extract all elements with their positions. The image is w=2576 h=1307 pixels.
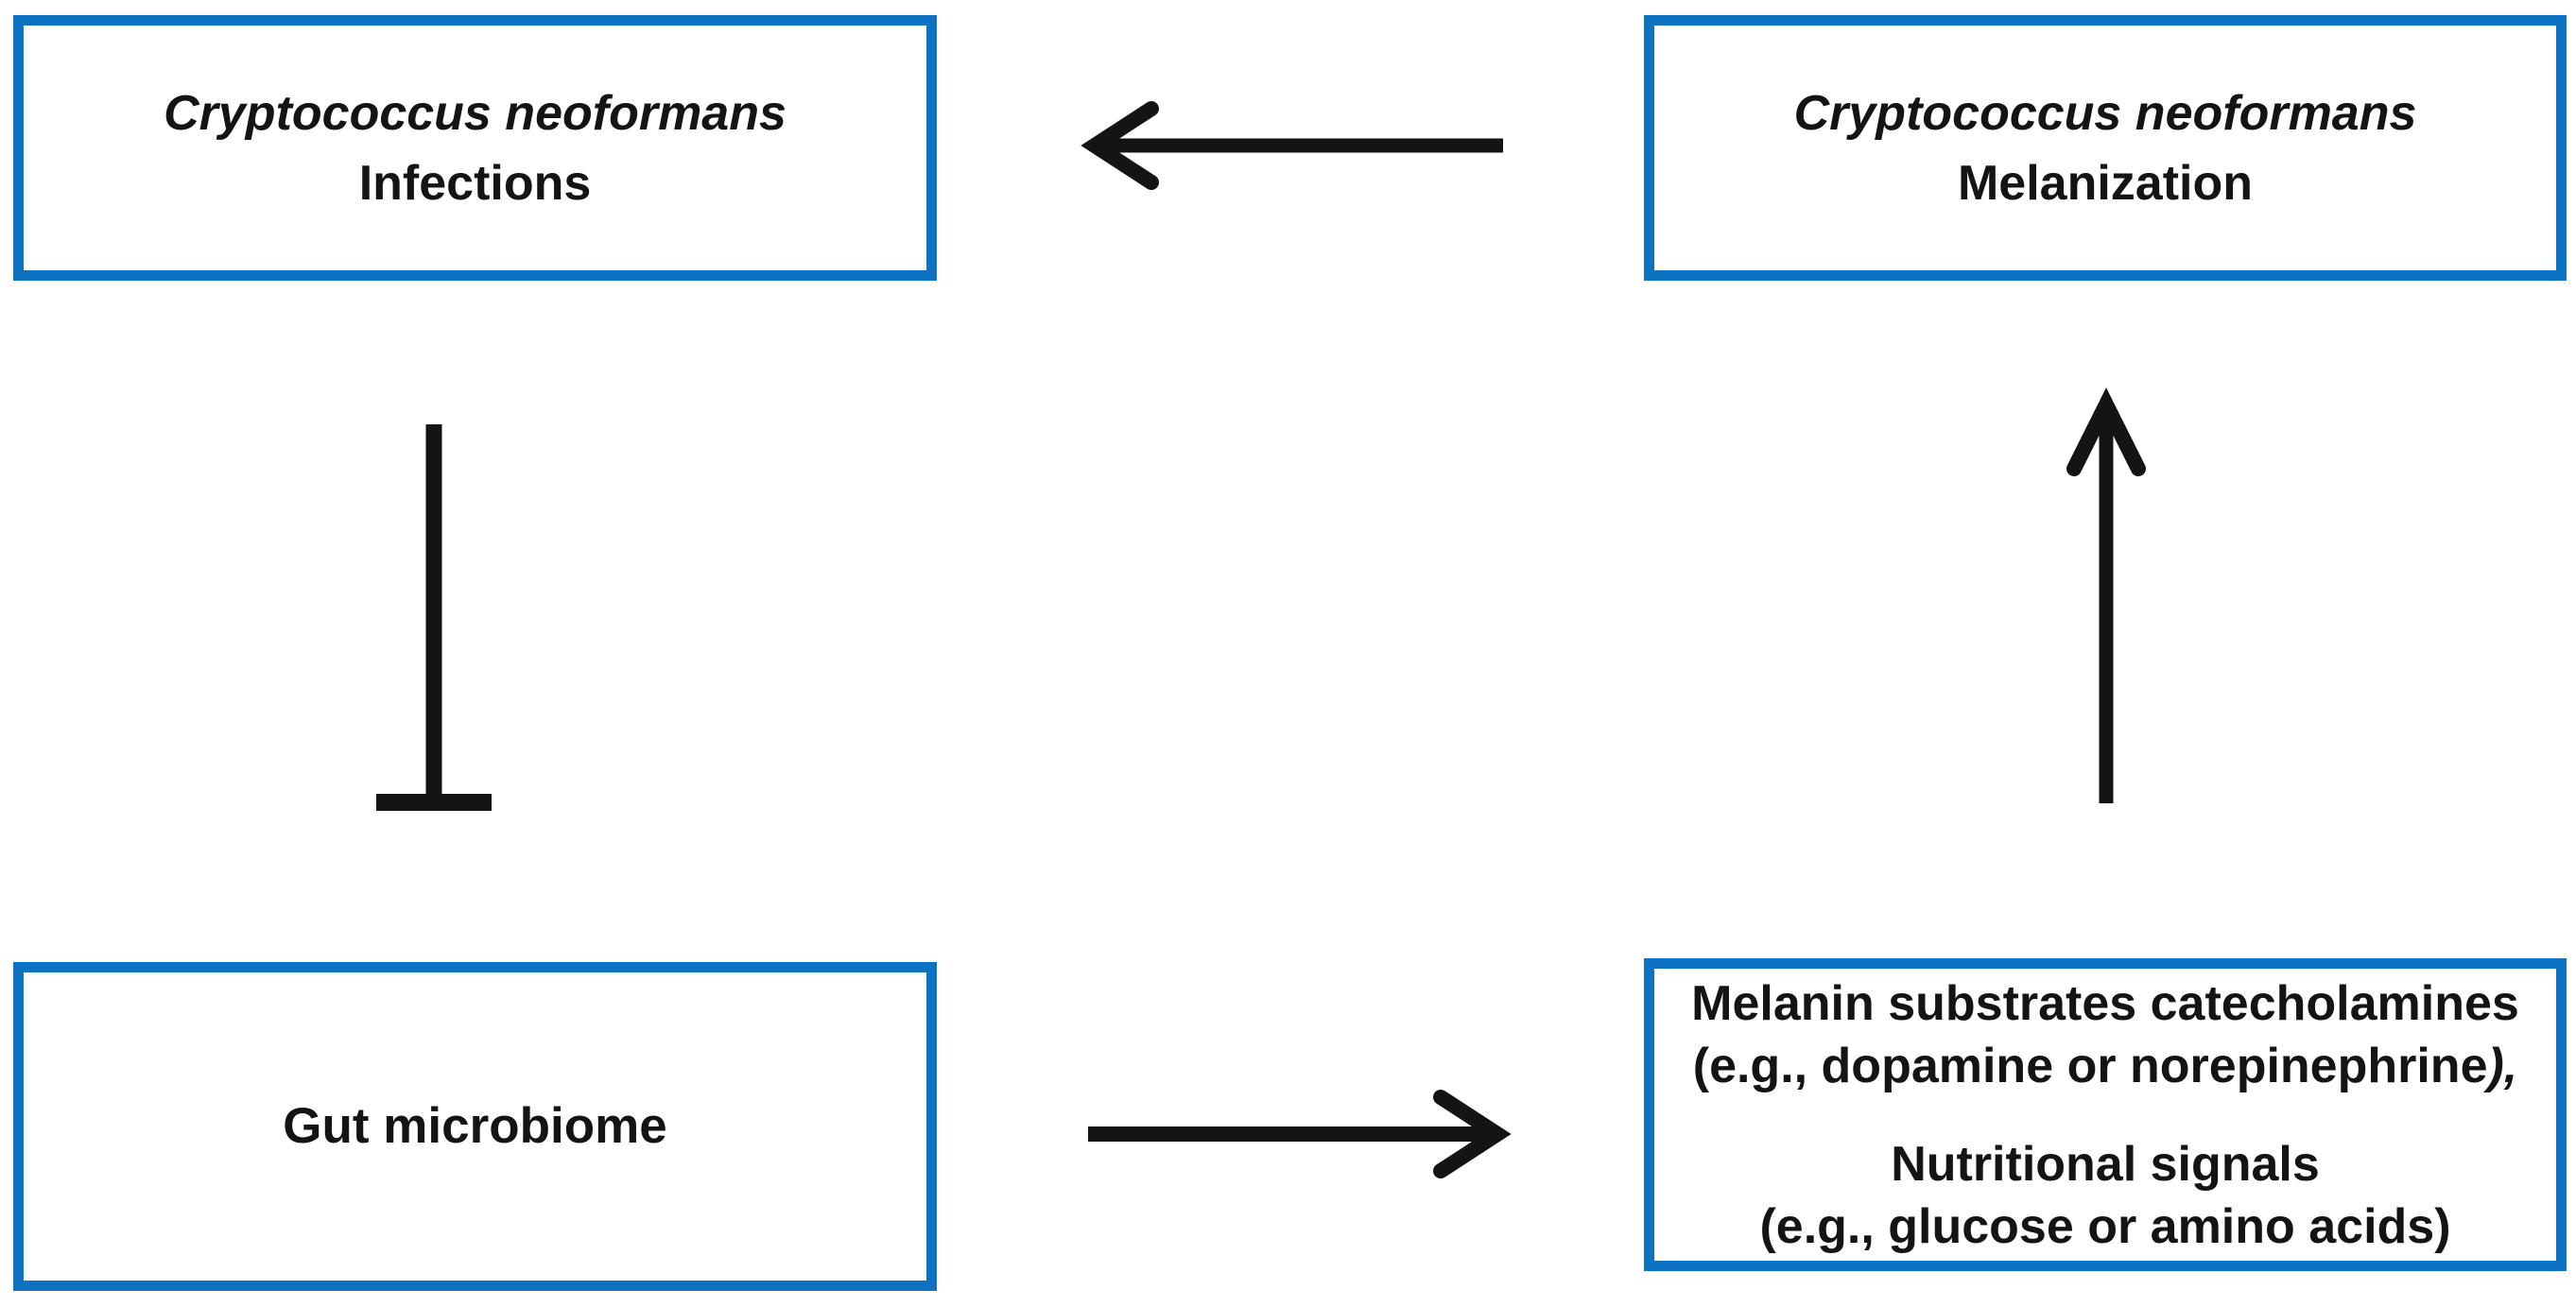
- node-infections-species-name: Cryptococcus neoformans: [164, 85, 787, 141]
- node-substrates-line2: (e.g., dopamine or norepinephrine),: [1692, 1038, 2518, 1093]
- arrow-substrates-to-melanization: [2066, 387, 2146, 803]
- arrow-gut-microbiome-to-substrates: [1088, 1090, 1512, 1178]
- node-melanization-species-name: Cryptococcus neoformans: [1793, 85, 2417, 141]
- node-cryptococcus-infections: Cryptococcus neoformans Infections: [13, 15, 937, 281]
- node-melanin-substrates: Melanin substrates catecholamines (e.g.,…: [1644, 958, 2567, 1271]
- node-melanization-label: Melanization: [1957, 155, 2254, 211]
- node-substrates-line4: (e.g., glucose or amino acids): [1759, 1198, 2451, 1254]
- node-infections-label: Infections: [358, 155, 592, 211]
- node-cryptococcus-melanization: Cryptococcus neoformans Melanization: [1644, 15, 2567, 281]
- node-substrates-line3: Nutritional signals: [1891, 1136, 2320, 1192]
- node-gut-microbiome-label: Gut microbiome: [283, 1098, 667, 1154]
- arrow-melanization-to-infections: [1081, 101, 1503, 190]
- node-gut-microbiome: Gut microbiome: [13, 962, 937, 1291]
- inhibition-infections-to-gut-microbiome: [376, 424, 492, 811]
- node-substrates-line1: Melanin substrates catecholamines: [1691, 975, 2519, 1031]
